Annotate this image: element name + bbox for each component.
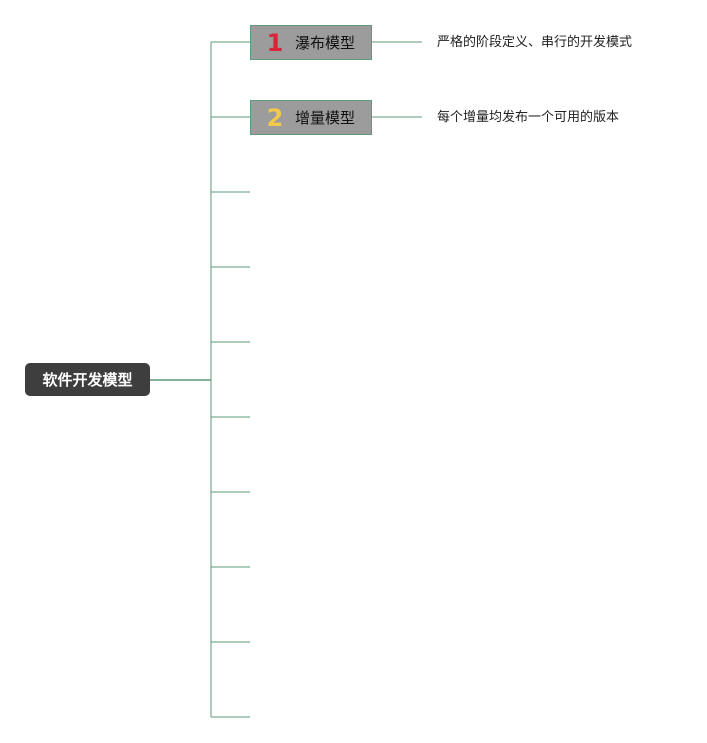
branch-description[interactable]: 每个增量均发布一个可用的版本 <box>437 110 620 125</box>
branch-node-waterfall[interactable]: 1 瀑布模型 <box>250 25 372 60</box>
branch-label: 增量模型 <box>295 109 356 127</box>
root-node-label: 软件开发模型 <box>42 371 133 389</box>
priority-1-icon: 1 <box>266 28 284 57</box>
branch-label: 瀑布模型 <box>295 34 356 52</box>
priority-2-icon: 2 <box>266 103 284 132</box>
branch-node-incremental[interactable]: 2 增量模型 <box>250 100 372 135</box>
branch-description[interactable]: 严格的阶段定义、串行的开发模式 <box>437 35 633 50</box>
root-node[interactable]: 软件开发模型 <box>25 363 150 396</box>
